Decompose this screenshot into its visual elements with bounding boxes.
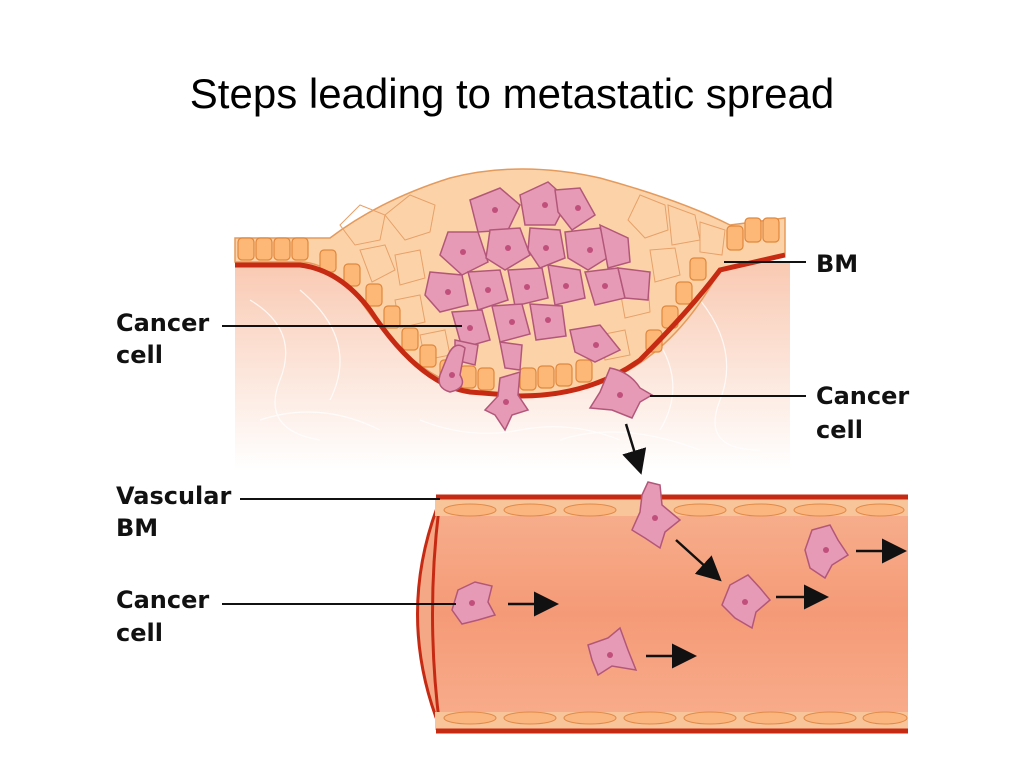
- invading-nuclei: [449, 372, 623, 405]
- endothelial-cells: [443, 503, 908, 725]
- basement-membrane: [235, 252, 786, 399]
- label-vascular-bm: Vascular BM: [116, 482, 240, 542]
- basal-cell-row: [237, 217, 780, 391]
- label-cancer-cell-right: Cancer cell: [816, 382, 918, 444]
- arrows: [508, 423, 907, 669]
- slide-title: Steps leading to metastatic spread: [189, 70, 835, 117]
- circulating-nuclei: [469, 515, 829, 658]
- vessel-lumen: [420, 500, 908, 728]
- label-bm: BM: [816, 250, 858, 278]
- tumor-nuclei: [445, 202, 608, 348]
- blood-vessel: [416, 494, 908, 734]
- arrow-to-vessel: [622, 423, 647, 475]
- connective-fibers: [249, 289, 761, 451]
- arrow-diagonal: [675, 539, 722, 582]
- label-cancer-cell-top-left: Cancer cell: [116, 309, 218, 369]
- leader-lines: [222, 261, 806, 605]
- label-cancer-cell-bottom-left: Cancer cell: [116, 586, 218, 647]
